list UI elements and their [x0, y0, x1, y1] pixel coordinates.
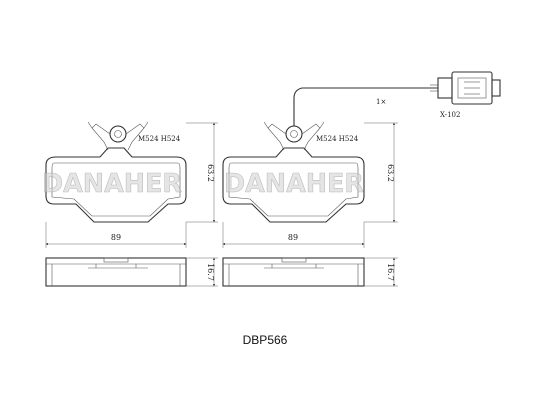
- left-pad-thickness-dim: 16.7: [206, 263, 215, 281]
- part-number: DBP566: [243, 333, 288, 347]
- sensor-quantity: 1×: [376, 98, 386, 106]
- right-pad-thickness-dim: 16.7: [386, 263, 395, 281]
- right-pad-height-dim: 63.2: [386, 164, 395, 182]
- left-pad-height-dim: 63.2: [206, 164, 215, 182]
- left-pad-side-view: 16.7: [45, 257, 218, 287]
- left-pad-front-view: M524 H524 63.2 89: [45, 121, 218, 248]
- left-pad-spring-clip: [87, 121, 149, 151]
- right-pad-front-view: 1× X-102 M524 H524 63.2 89: [222, 71, 501, 248]
- left-pad-backing-plate: [45, 147, 187, 223]
- wear-sensor-wire: [293, 84, 438, 126]
- right-pad-spring-clip: [263, 121, 325, 151]
- right-pad-side-view: 16.7: [222, 257, 398, 287]
- right-pad-markings: M524 H524: [316, 135, 359, 143]
- sensor-connector: [437, 71, 501, 105]
- right-pad-backing-plate: [222, 147, 365, 223]
- right-pad-width-dim: 89: [288, 233, 298, 242]
- left-pad-width-dim: 89: [111, 233, 121, 242]
- sensor-connector-code: X-102: [440, 111, 460, 119]
- brand-watermark-left: DANAHER: [42, 169, 182, 199]
- brand-watermark-right: DANAHER: [224, 169, 364, 199]
- left-pad-markings: M524 H524: [138, 135, 181, 143]
